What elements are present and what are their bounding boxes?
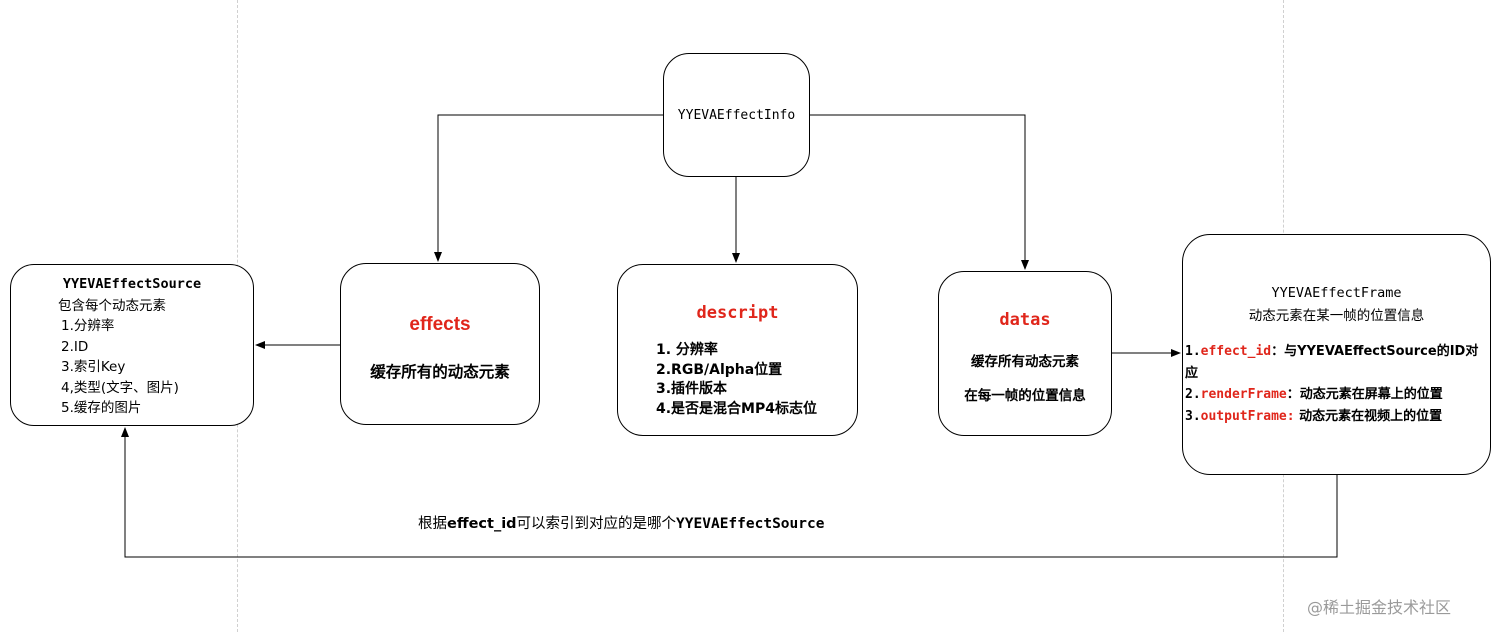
item-text: 动态元素在视频上的位置 [1294,408,1443,424]
caption-middle: 可以索引到对应的是哪个 [516,516,677,532]
node-description: 缓存所有动态元素 [971,354,1079,370]
list-item: 5.缓存的图片 [61,400,142,416]
source-property-list: 1.分辨率 2.ID 3.索引Key 4,类型(文字、图片) 5.缓存的图片 [61,316,179,419]
node-title: effects [409,314,471,335]
node-description: 在每一帧的位置信息 [964,388,1086,404]
item-key: renderFrame [1200,387,1287,402]
edge-info-datas [810,114,1029,270]
list-item: 3.插件版本 [656,381,728,397]
watermark: @稀土掘金技术社区 [1307,598,1452,617]
node-yyeva-effect-info: YYEVAEffectInfo [663,53,810,177]
list-item: 2.renderFrame：动态元素在屏幕上的位置 [1185,384,1490,406]
node-effects: effects 缓存所有的动态元素 [340,263,540,425]
edge-frame-source [121,427,1338,558]
list-item: 2.ID [61,338,89,355]
node-subtitle: 包含每个动态元素 [58,298,166,314]
list-item: 1.effect_id：与YYEVAEffectSource的ID对应 [1185,341,1490,384]
caption-prefix: 根据 [418,516,447,532]
node-description: 缓存所有的动态元素 [370,363,510,381]
descript-property-list: 1. 分辨率 2.RGB/Alpha位置 3.插件版本 4.是否是混合MP4标志… [656,341,817,419]
node-descript: descript 1. 分辨率 2.RGB/Alpha位置 3.插件版本 4.是… [617,264,858,436]
item-key: effect_id [1200,344,1272,359]
list-item: 1. 分辨率 [656,342,718,358]
list-item: 1.分辨率 [61,318,115,334]
relation-caption: 根据effect_id可以索引到对应的是哪个YYEVAEffectSource [418,512,824,533]
item-number: 2. [1185,387,1201,402]
node-datas: datas 缓存所有动态元素 在每一帧的位置信息 [938,271,1112,436]
caption-suffix: YYEVAEffectSource [676,516,825,532]
item-number: 3. [1185,408,1201,424]
list-item: 3.outputFrame: 动态元素在视频上的位置 [1185,406,1490,428]
node-title: datas [999,310,1051,330]
item-key: outputFrame: [1200,408,1295,424]
item-text: ：与YYEVAEffectSource的ID对应 [1185,344,1479,381]
node-title: YYEVAEffectInfo [677,108,796,123]
node-title: descript [696,303,779,323]
node-yyeva-effect-source: YYEVAEffectSource 包含每个动态元素 1.分辨率 2.ID 3.… [10,264,254,426]
list-item: 2.RGB/Alpha位置 [656,361,783,378]
list-item: 4.是否是混合MP4标志位 [656,400,817,417]
list-item: 3.索引Key [61,359,126,375]
node-subtitle: 动态元素在某一帧的位置信息 [1248,308,1425,324]
node-title: YYEVAEffectFrame [1271,285,1402,301]
edge-info-effects [434,114,663,262]
caption-highlight: effect_id [447,516,517,532]
item-number: 1. [1185,344,1201,359]
node-yyeva-effect-frame: YYEVAEffectFrame 动态元素在某一帧的位置信息 1.effect_… [1182,234,1491,475]
frame-property-list: 1.effect_id：与YYEVAEffectSource的ID对应 2.re… [1185,341,1490,427]
list-item: 4,类型(文字、图片) [61,379,179,396]
item-text: ：动态元素在屏幕上的位置 [1286,387,1443,402]
node-title: YYEVAEffectSource [62,276,202,292]
